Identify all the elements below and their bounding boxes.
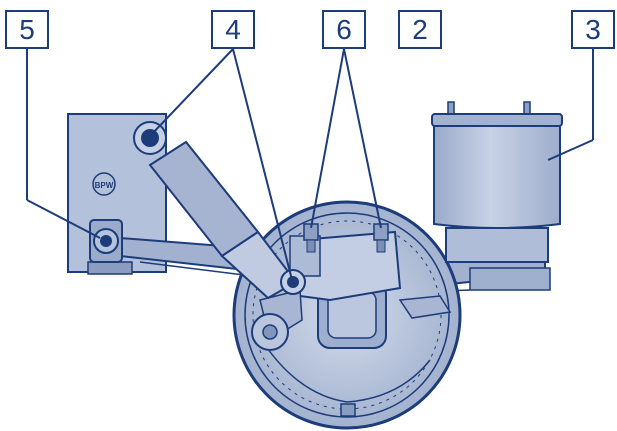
leader-line-6b — [343, 48, 382, 229]
logo-text: BPW — [95, 181, 114, 190]
leader-line-4a — [149, 48, 234, 137]
shock-absorber — [148, 140, 298, 300]
bpw-logo: BPW — [92, 172, 116, 196]
callout-4: 4 — [211, 10, 255, 49]
leader-lines — [26, 48, 594, 281]
leader-line-3b — [547, 139, 594, 161]
brake-lever — [251, 289, 452, 351]
shock-lower-mount — [280, 269, 306, 295]
shock-upper-mount — [133, 121, 167, 155]
callout-2: 2 — [398, 10, 442, 49]
callout-6: 6 — [322, 10, 366, 49]
callout-3: 3 — [571, 10, 615, 49]
leader-line-5b — [26, 199, 101, 239]
pivot-bolt — [89, 219, 123, 263]
leader-line-4b — [232, 48, 293, 281]
air-spring — [431, 101, 563, 263]
leader-line-6a — [310, 48, 345, 229]
callout-5: 5 — [5, 10, 49, 49]
